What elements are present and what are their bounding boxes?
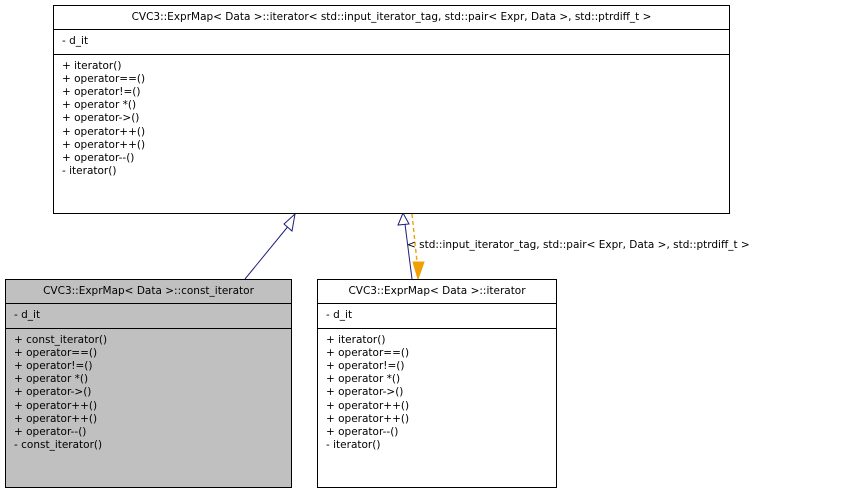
uml-operation: + operator==() [14,347,98,360]
uml-operation: + operator++() [62,138,146,151]
uml-divider [6,303,291,304]
uml-attribute: - d_it [326,309,353,321]
uml-attribute-compartment: - d_it [318,304,556,328]
uml-operation: - iterator() [326,438,381,451]
uml-operation: + operator--() [14,425,87,438]
uml-operation: + operator->() [14,386,92,399]
uml-operation: - const_iterator() [14,438,103,451]
uml-operation: + operator *() [62,99,137,112]
uml-class-title: CVC3::ExprMap< Data >::iterator [348,285,526,297]
uml-operation: + operator!=() [326,360,405,373]
uml-attribute-compartment: - d_it [54,30,729,54]
uml-operation: + operator==() [62,73,146,86]
edge-label-template-binding: < std::input_iterator_tag, std::pair< Ex… [407,239,750,251]
uml-operation: + operator++() [14,412,98,425]
uml-operation: + operator--() [62,151,135,164]
uml-operation: + operator--() [326,425,399,438]
uml-class-box-const-iterator[interactable]: CVC3::ExprMap< Data >::const_iterator - … [5,279,292,488]
uml-operation: + operator!=() [62,86,141,99]
uml-divider [318,328,556,330]
uml-class-box-base[interactable]: CVC3::ExprMap< Data >::iterator< std::in… [53,5,730,214]
uml-operation: + operator *() [326,373,401,386]
uml-divider [54,29,729,30]
uml-attribute-compartment: - d_it [6,304,291,328]
uml-operation: + operator!=() [14,360,93,373]
uml-operation: - iterator() [62,164,117,177]
uml-attribute: - d_it [14,309,41,321]
uml-operation: + const_iterator() [14,334,108,347]
uml-class-title: CVC3::ExprMap< Data >::iterator< std::in… [131,11,652,23]
uml-operation: + operator *() [14,373,89,386]
uml-class-box-iterator[interactable]: CVC3::ExprMap< Data >::iterator - d_it +… [317,279,557,488]
uml-operation: + iterator() [326,334,386,347]
uml-operation-compartment: + const_iterator() + operator==() + oper… [6,329,291,458]
edge-const-iterator-inherits [244,212,296,280]
uml-operation: + operator++() [62,125,146,138]
uml-operation: + operator++() [14,399,98,412]
uml-operation: + iterator() [62,60,122,73]
uml-operation: + operator==() [326,347,410,360]
uml-divider [318,303,556,304]
uml-operation: + operator++() [326,399,410,412]
uml-class-title: CVC3::ExprMap< Data >::const_iterator [43,285,254,297]
uml-divider [54,54,729,56]
uml-operation: + operator->() [326,386,404,399]
uml-operation-compartment: + iterator() + operator==() + operator!=… [54,55,729,184]
uml-operation: + operator++() [326,412,410,425]
uml-divider [6,328,291,330]
uml-operation: + operator->() [62,112,140,125]
uml-operation-compartment: + iterator() + operator==() + operator!=… [318,329,556,458]
uml-attribute: - d_it [62,35,89,47]
